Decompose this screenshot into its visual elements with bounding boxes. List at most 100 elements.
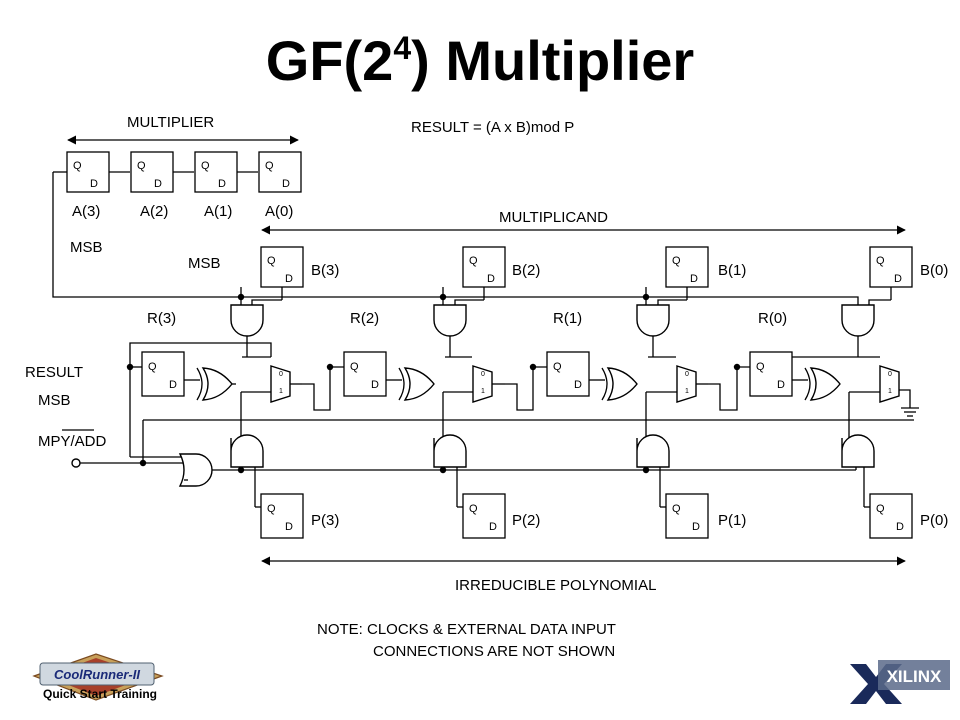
svg-text:1: 1	[888, 388, 892, 395]
r-ff-1: QD	[546, 351, 590, 397]
r-label-0: R(0)	[758, 310, 787, 327]
p-ff-1: QD	[665, 493, 709, 539]
mpy-add-label: MPY/ADD	[38, 433, 107, 450]
svg-text:1: 1	[279, 388, 283, 395]
r-label-1: R(1)	[553, 310, 582, 327]
svg-text:D: D	[896, 521, 904, 533]
bit-slice-0: QD 0 1 QD	[749, 287, 919, 539]
ground-symbol	[901, 407, 919, 417]
b-ff-3: QD	[260, 246, 304, 288]
note-line-1: NOTE: CLOCKS & EXTERNAL DATA INPUT	[317, 621, 616, 638]
page-title: GF(24) Multiplier	[265, 29, 695, 92]
a-ff-0: QD	[258, 151, 302, 193]
svg-text:0: 0	[685, 371, 689, 378]
r-and-gate-3	[230, 304, 264, 337]
b-label-3: B(3)	[311, 262, 339, 279]
b-ff-2: QD	[462, 246, 506, 288]
r-label-2: R(2)	[350, 310, 379, 327]
xor-gate-2	[403, 367, 435, 401]
svg-text:Q: Q	[267, 255, 276, 267]
p-ff-0: QD	[869, 493, 913, 539]
r-ff-2: QD	[343, 351, 387, 397]
p-and-gate-2	[433, 434, 467, 468]
mux-2	[472, 365, 493, 403]
p-ff-2: QD	[462, 493, 506, 539]
a-label-3: A(3)	[72, 203, 100, 220]
svg-text:D: D	[371, 379, 379, 391]
svg-text:1: 1	[481, 388, 485, 395]
svg-text:Q: Q	[876, 255, 885, 267]
title-superscript: 4	[393, 30, 412, 66]
svg-text:Q: Q	[469, 255, 478, 267]
coolrunner-brand: CoolRunner-II	[54, 667, 140, 682]
xor-gate-1	[606, 367, 638, 401]
bit-slice-3: QD 0 1 QD	[141, 287, 304, 539]
a-ff-1: QD	[194, 151, 238, 193]
xilinx-wordmark: XILINX	[887, 667, 942, 686]
p-and-gate-1	[636, 434, 670, 468]
svg-text:Q: Q	[672, 255, 681, 267]
svg-text:D: D	[690, 273, 698, 285]
irreducible-label: IRREDUCIBLE POLYNOMIAL	[455, 577, 656, 594]
multiplier-register: QD QD QD QD	[66, 151, 302, 193]
r-ff-0: QD	[749, 351, 793, 397]
mpy-add-input-pin	[71, 458, 81, 468]
a-label-2: A(2)	[140, 203, 168, 220]
p-label-3: P(3)	[311, 512, 339, 529]
svg-text:0: 0	[279, 371, 283, 378]
coolrunner-logo: CoolRunner-II Quick Start Training	[32, 653, 164, 701]
xor-gate-0	[809, 367, 841, 401]
quick-start-caption: Quick Start Training	[43, 687, 157, 701]
svg-text:Q: Q	[876, 503, 885, 515]
mux-0	[879, 365, 900, 403]
xor-gate-3	[201, 367, 233, 401]
p-and-gate-3	[230, 434, 264, 468]
svg-text:0: 0	[888, 371, 892, 378]
result-equation: RESULT = (A x B)mod P	[411, 119, 574, 136]
svg-text:D: D	[282, 178, 290, 190]
p-ff-3: QD	[260, 493, 304, 539]
svg-text:D: D	[218, 178, 226, 190]
multiplier-label: MULTIPLIER	[127, 114, 214, 131]
mux-1	[676, 365, 697, 403]
mpy-add-or-gate	[178, 453, 213, 487]
b-label-2: B(2)	[512, 262, 540, 279]
b-register: QD QD QD QD	[260, 246, 913, 288]
r-and-gate-0	[841, 304, 875, 337]
xilinx-logo: XILINX	[850, 660, 950, 704]
cross-wiring	[71, 342, 914, 487]
svg-text:Q: Q	[469, 503, 478, 515]
svg-text:D: D	[285, 521, 293, 533]
svg-text:0: 0	[481, 371, 485, 378]
svg-text:Q: Q	[672, 503, 681, 515]
bit-slice-2: QD 0 1 QD	[343, 287, 506, 539]
svg-text:D: D	[574, 379, 582, 391]
svg-text:D: D	[487, 273, 495, 285]
svg-text:D: D	[894, 273, 902, 285]
svg-text:Q: Q	[553, 361, 562, 373]
svg-text:D: D	[90, 178, 98, 190]
p-label-0: P(0)	[920, 512, 948, 529]
note-line-2: CONNECTIONS ARE NOT SHOWN	[373, 643, 615, 660]
result-msb-label: MSB	[38, 392, 71, 409]
p-and-gate-0	[841, 434, 875, 468]
svg-text:D: D	[169, 379, 177, 391]
svg-text:Q: Q	[267, 503, 276, 515]
junction-dots	[126, 293, 741, 474]
a-label-0: A(0)	[265, 203, 293, 220]
svg-text:D: D	[154, 178, 162, 190]
svg-text:Q: Q	[756, 361, 765, 373]
bit-slice-1: QD 0 1 QD	[546, 287, 709, 539]
svg-text:Q: Q	[201, 160, 210, 172]
multiplier-bit-line	[52, 172, 859, 305]
b-ff-1: QD	[665, 246, 709, 288]
b-label-1: B(1)	[718, 262, 746, 279]
b-label-0: B(0)	[920, 262, 948, 279]
svg-text:Q: Q	[73, 160, 82, 172]
a-ff-3: QD	[66, 151, 110, 193]
a-ff-2: QD	[130, 151, 174, 193]
svg-text:Q: Q	[137, 160, 146, 172]
b-msb-label: MSB	[188, 255, 221, 272]
p-label-2: P(2)	[512, 512, 540, 529]
